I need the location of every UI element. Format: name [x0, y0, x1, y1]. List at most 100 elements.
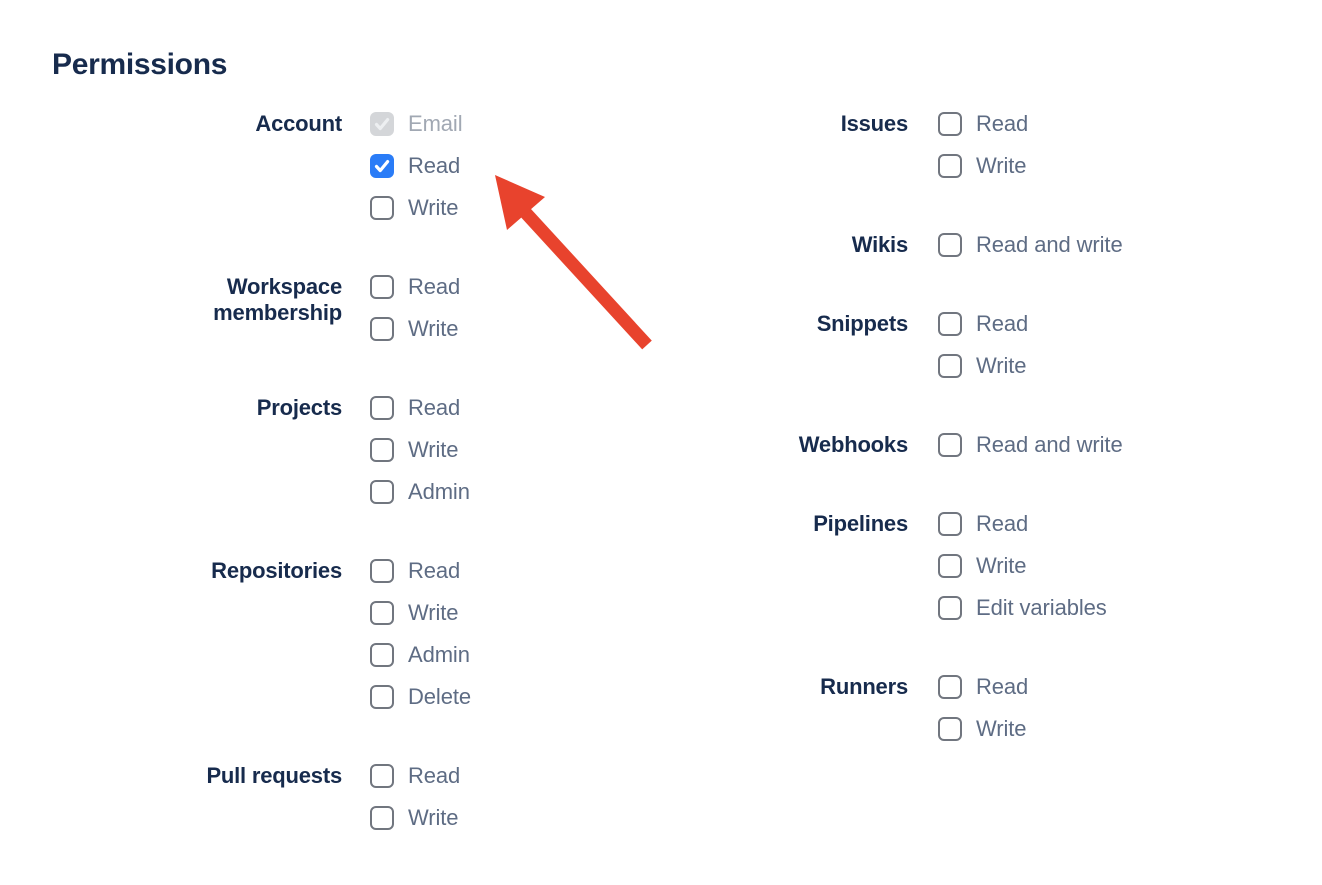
option-label[interactable]: Read [976, 311, 1029, 336]
checkbox-pipelines-write[interactable] [938, 554, 962, 578]
checkbox-workspace-membership-read[interactable] [370, 275, 394, 299]
checkbox-repositories-admin[interactable] [370, 643, 394, 667]
option-row-snippets-read[interactable]: Read [938, 312, 1028, 336]
option-row-account-email: Email [370, 112, 463, 136]
option-label[interactable]: Read [976, 111, 1029, 136]
checkbox-pull-requests-read[interactable] [370, 764, 394, 788]
group-label: Repositories [211, 558, 342, 583]
option-label[interactable]: Write [408, 805, 459, 830]
option-row-pipelines-read[interactable]: Read [938, 512, 1107, 536]
option-label: Email [408, 111, 463, 136]
option-row-pipelines-write[interactable]: Write [938, 554, 1107, 578]
option-row-pipelines-edit-variables[interactable]: Edit variables [938, 596, 1107, 620]
option-row-projects-read[interactable]: Read [370, 396, 470, 420]
option-label[interactable]: Read and write [976, 232, 1123, 257]
option-label[interactable]: Write [408, 316, 459, 341]
checkbox-projects-write[interactable] [370, 438, 394, 462]
option-label[interactable]: Write [408, 600, 459, 625]
option-row-runners-read[interactable]: Read [938, 675, 1028, 699]
group-label: Workspace membership [213, 274, 342, 325]
checkbox-issues-read[interactable] [938, 112, 962, 136]
option-label[interactable]: Write [976, 353, 1027, 378]
group-label: Issues [840, 111, 908, 136]
option-label[interactable]: Read [976, 674, 1029, 699]
option-label[interactable]: Write [408, 437, 459, 462]
checkbox-pipelines-edit-variables[interactable] [938, 596, 962, 620]
option-row-snippets-write[interactable]: Write [938, 354, 1028, 378]
option-label[interactable]: Read [976, 511, 1029, 536]
option-label[interactable]: Read [408, 395, 461, 420]
option-row-repositories-read[interactable]: Read [370, 559, 471, 583]
option-row-runners-write[interactable]: Write [938, 717, 1028, 741]
option-label[interactable]: Admin [408, 479, 470, 504]
checkbox-snippets-write[interactable] [938, 354, 962, 378]
option-row-workspace-membership-read[interactable]: Read [370, 275, 460, 299]
option-row-projects-write[interactable]: Write [370, 438, 470, 462]
checkbox-repositories-delete[interactable] [370, 685, 394, 709]
option-row-workspace-membership-write[interactable]: Write [370, 317, 460, 341]
checkbox-runners-write[interactable] [938, 717, 962, 741]
option-row-account-read[interactable]: Read [370, 154, 463, 178]
option-row-repositories-write[interactable]: Write [370, 601, 471, 625]
option-row-pull-requests-write[interactable]: Write [370, 806, 460, 830]
option-row-wikis-read-and-write[interactable]: Read and write [938, 233, 1123, 257]
checkbox-issues-write[interactable] [938, 154, 962, 178]
option-row-repositories-admin[interactable]: Admin [370, 643, 471, 667]
option-label[interactable]: Delete [408, 684, 471, 709]
option-label[interactable]: Write [408, 195, 459, 220]
checkbox-pull-requests-write[interactable] [370, 806, 394, 830]
checkbox-pipelines-read[interactable] [938, 512, 962, 536]
option-label[interactable]: Read [408, 763, 461, 788]
option-row-pull-requests-read[interactable]: Read [370, 764, 460, 788]
option-row-repositories-delete[interactable]: Delete [370, 685, 471, 709]
checkbox-workspace-membership-write[interactable] [370, 317, 394, 341]
group-label: Snippets [816, 311, 909, 336]
checkbox-account-read[interactable] [370, 154, 394, 178]
option-row-issues-write[interactable]: Write [938, 154, 1028, 178]
option-row-issues-read[interactable]: Read [938, 112, 1028, 136]
checkbox-snippets-read[interactable] [938, 312, 962, 336]
group-label: Account [255, 111, 342, 136]
option-label[interactable]: Write [976, 553, 1027, 578]
option-row-projects-admin[interactable]: Admin [370, 480, 470, 504]
checkbox-runners-read[interactable] [938, 675, 962, 699]
group-label: Pull requests [206, 763, 342, 788]
option-label[interactable]: Read and write [976, 432, 1123, 457]
checkbox-projects-admin[interactable] [370, 480, 394, 504]
option-label[interactable]: Read [408, 274, 461, 299]
option-label[interactable]: Write [976, 153, 1027, 178]
option-label[interactable]: Read [408, 558, 461, 583]
option-label[interactable]: Edit variables [976, 595, 1107, 620]
option-label[interactable]: Admin [408, 642, 470, 667]
option-label[interactable]: Write [976, 716, 1027, 741]
checkbox-repositories-write[interactable] [370, 601, 394, 625]
checkbox-wikis-read-and-write[interactable] [938, 233, 962, 257]
option-row-webhooks-read-and-write[interactable]: Read and write [938, 433, 1123, 457]
checkbox-account-write[interactable] [370, 196, 394, 220]
checkbox-repositories-read[interactable] [370, 559, 394, 583]
checkbox-webhooks-read-and-write[interactable] [938, 433, 962, 457]
option-label[interactable]: Read [408, 153, 461, 178]
checkbox-projects-read[interactable] [370, 396, 394, 420]
option-list: Read and write [938, 433, 1123, 475]
page-title: Permissions [52, 48, 228, 81]
option-row-account-write[interactable]: Write [370, 196, 463, 220]
